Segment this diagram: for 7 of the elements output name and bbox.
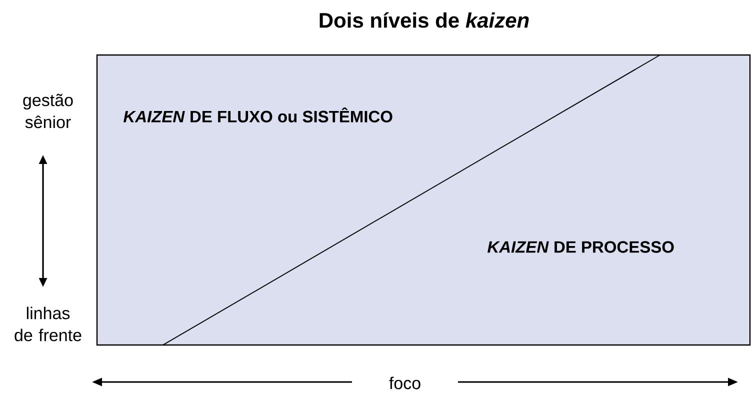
axis-label: foco (389, 376, 420, 390)
diagram-box (96, 54, 751, 346)
region-label: KAIZEN DE FLUXO ou SISTÊMICO (124, 108, 392, 122)
region-label: KAIZEN DE PROCESSO (487, 241, 674, 253)
title: Dois níveis de kaizen (320, 12, 529, 28)
axis-label: linhas de frente (14, 306, 82, 342)
axis-label: gestão sênior (23, 94, 73, 128)
